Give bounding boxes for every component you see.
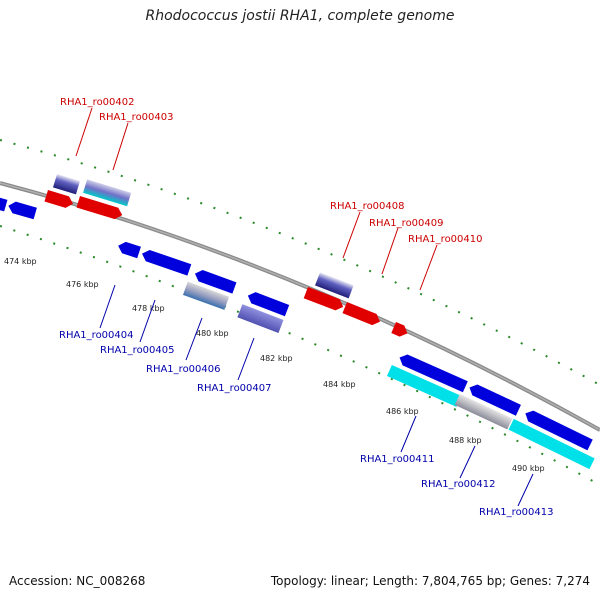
label-ro00405[interactable]: RHA1_ro00405 [100, 345, 175, 356]
accession-text: Accession: NC_008268 [9, 574, 146, 588]
genome-backbone [0, 181, 600, 432]
gene-ro00413-feature [508, 418, 595, 470]
gene-ro00411[interactable] [386, 350, 468, 407]
forward-labels: RHA1_ro00402 RHA1_ro00403 RHA1_ro00408 R… [60, 97, 483, 291]
label-ro00413[interactable]: RHA1_ro00413 [479, 507, 554, 518]
gene-left-partial[interactable] [0, 196, 8, 212]
label-ro00410[interactable]: RHA1_ro00410 [408, 234, 483, 245]
gene-ro00408[interactable] [303, 270, 354, 313]
gene-ro00412-feature [454, 393, 513, 430]
gene-ro00406-feature [182, 281, 230, 310]
gene-ro00404[interactable] [116, 240, 141, 259]
gene-ro00410[interactable] [391, 322, 409, 339]
tick-label: 482 kbp [260, 354, 293, 363]
label-ro00411[interactable]: RHA1_ro00411 [360, 454, 435, 465]
gene-ro00408-feature [315, 272, 354, 299]
gene-left-2[interactable] [7, 200, 37, 220]
label-ro00408[interactable]: RHA1_ro00408 [330, 201, 405, 212]
gene-ro00412[interactable] [454, 379, 521, 430]
tick-label: 474 kbp [4, 257, 37, 266]
gene-ro00409[interactable] [342, 302, 383, 327]
label-ro00403[interactable]: RHA1_ro00403 [99, 112, 174, 123]
gene-ro00403-feature [83, 179, 132, 207]
label-ro00412[interactable]: RHA1_ro00412 [421, 479, 496, 490]
gene-ro00407-feature [237, 304, 284, 334]
tick-label: 484 kbp [323, 380, 356, 389]
tick-label: 480 kbp [196, 329, 229, 338]
tick-label: 476 kbp [66, 280, 99, 289]
backbone-highlight [0, 182, 600, 431]
label-ro00406[interactable]: RHA1_ro00406 [146, 364, 221, 375]
reverse-labels: RHA1_ro00404 RHA1_ro00405 RHA1_ro00406 R… [59, 284, 554, 518]
tick-label: 488 kbp [449, 436, 482, 445]
label-ro00409[interactable]: RHA1_ro00409 [369, 218, 444, 229]
gene-ro00403[interactable] [76, 179, 132, 222]
label-ro00402[interactable]: RHA1_ro00402 [60, 97, 135, 108]
gene-ro00413[interactable] [508, 404, 600, 470]
gene-ro00402-feature [52, 173, 81, 195]
tick-label: 490 kbp [512, 464, 545, 473]
upper-tick-guide [0, 139, 600, 386]
tick-label: 478 kbp [132, 304, 165, 313]
gene-ro00406[interactable] [182, 267, 237, 311]
gene-ro00405[interactable] [140, 248, 192, 276]
gene-ro00407[interactable] [237, 289, 290, 334]
gene-ro00411-feature [386, 364, 462, 407]
tick-labels: 474 kbp 476 kbp 478 kbp 480 kbp 482 kbp … [4, 257, 545, 473]
lower-tick-guide [0, 225, 600, 486]
map-title: Rhodococcus jostii RHA1, complete genome [145, 8, 455, 24]
gene-ro00402[interactable] [44, 173, 81, 210]
label-ro00407[interactable]: RHA1_ro00407 [197, 383, 272, 394]
label-ro00404[interactable]: RHA1_ro00404 [59, 330, 134, 341]
topology-text: Topology: linear; Length: 7,804,765 bp; … [270, 574, 590, 588]
tick-label: 486 kbp [386, 407, 419, 416]
